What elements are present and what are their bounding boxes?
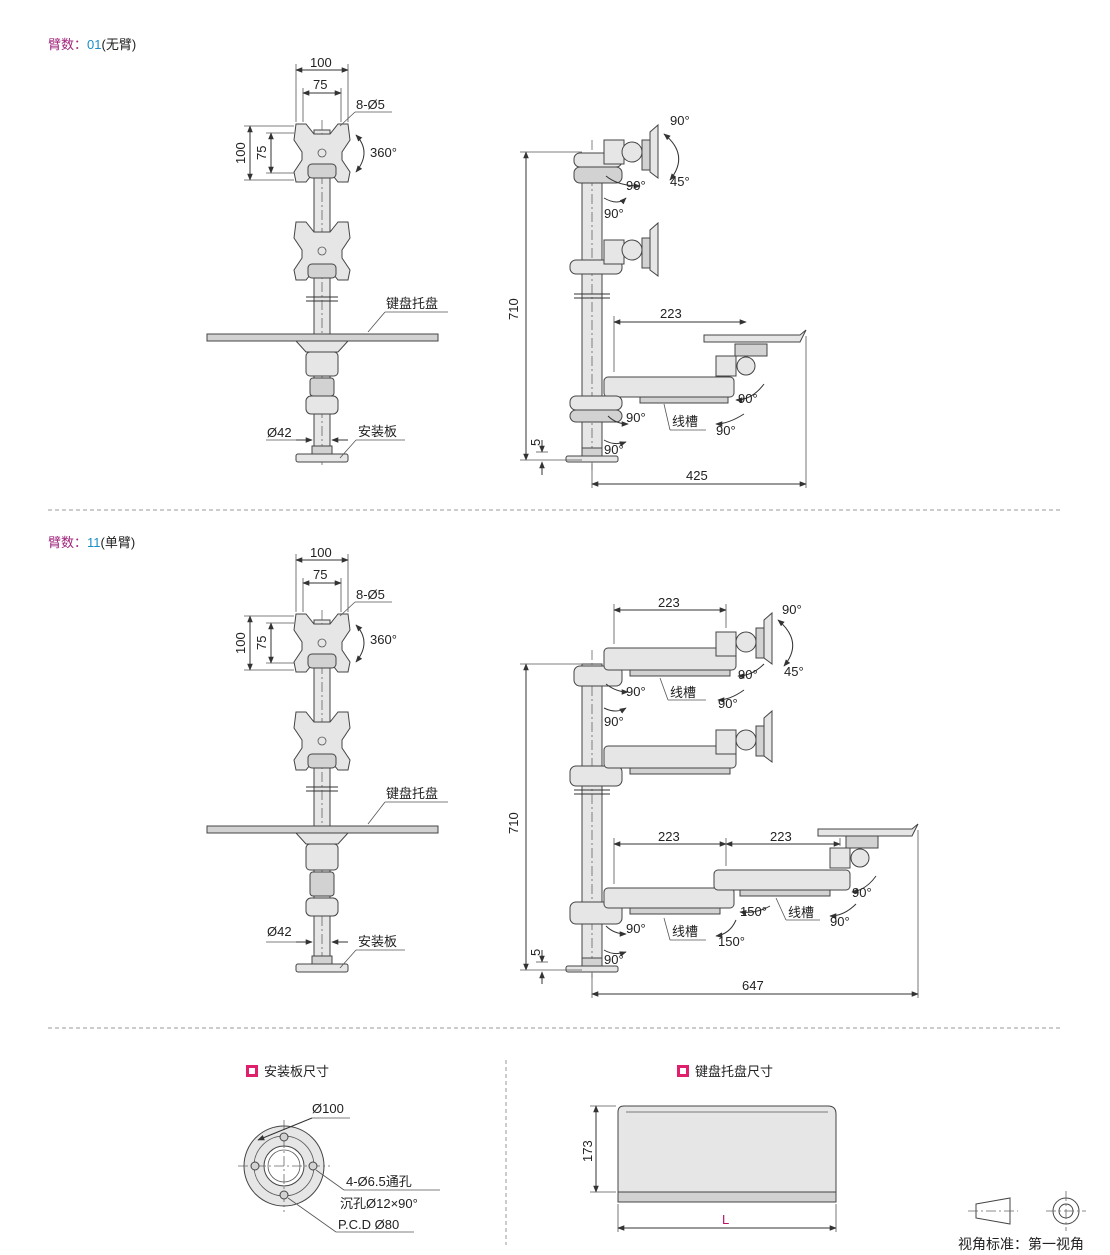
section2-code: 11 bbox=[87, 535, 101, 550]
angle-side1-b: 90° bbox=[604, 206, 624, 221]
angle-side2-c: 90° bbox=[738, 667, 758, 682]
dim-side1-h5: 5 bbox=[528, 439, 543, 446]
front-view-1: 100 75 8-Ø5 100 75 360° 键盘托盘 Ø42 安装板 bbox=[206, 55, 448, 465]
dim-side2-h710: 710 bbox=[506, 812, 521, 834]
angle-side1-c: 90° bbox=[738, 391, 758, 406]
front-view-2: 100 75 8-Ø5 100 75 360° 键盘托盘 Ø42 安装板 bbox=[206, 545, 448, 973]
dim-front2-h100: 100 bbox=[233, 632, 248, 654]
section2-header: 臂数：11(单臂) bbox=[48, 535, 135, 550]
angle-side1-a: 90° bbox=[626, 178, 646, 193]
dim-side2-d223-top: 223 bbox=[658, 595, 680, 610]
angle-side2-top-90: 90° bbox=[782, 602, 802, 617]
tray-detail-title: 键盘托盘尺寸 bbox=[695, 1064, 773, 1079]
angle-side2-g: 90° bbox=[626, 921, 646, 936]
section1-label: 臂数： bbox=[48, 37, 87, 52]
vesa-plate-middle bbox=[293, 221, 351, 281]
dim-side1-d223: 223 bbox=[660, 306, 682, 321]
label-mount-plate: 安装板 bbox=[358, 424, 397, 439]
label-side1-groove: 线槽 bbox=[672, 414, 698, 429]
plate-detail-pcd: P.C.D Ø80 bbox=[338, 1217, 399, 1232]
dim-front-w100: 100 bbox=[310, 55, 332, 70]
angle-side2-f: 90° bbox=[830, 914, 850, 929]
dim-front2-w100: 100 bbox=[310, 545, 332, 560]
angle-side1-d: 90° bbox=[626, 410, 646, 425]
dim-front-w75: 75 bbox=[313, 77, 327, 92]
label-mount-plate-2: 安装板 bbox=[358, 934, 397, 949]
angle-side2-150-a: 150° bbox=[740, 904, 767, 919]
tray-detail: 键盘托盘尺寸 173 L bbox=[580, 1064, 837, 1232]
plate-detail-counterbore: 沉孔Ø12×90° bbox=[340, 1196, 418, 1211]
section2-suffix: (单臂) bbox=[101, 535, 136, 550]
side-view-1: 710 5 425 223 90° 45° 90° 90° 90° 90° 90… bbox=[506, 113, 807, 488]
dim-front2-h75: 75 bbox=[254, 636, 269, 650]
dim-side2-d223-a: 223 bbox=[658, 829, 680, 844]
side-view-2: 223 710 5 647 223 223 90° 45° 90° 90° 90… bbox=[506, 595, 919, 998]
angle-side2-h: 90° bbox=[604, 952, 624, 967]
label-keyboard-tray: 键盘托盘 bbox=[386, 296, 438, 311]
plate-detail: 安装板尺寸 Ø100 4-Ø6.5通孔 沉孔Ø12×90° P.C.D Ø80 bbox=[238, 1064, 440, 1233]
tray-shape bbox=[617, 1105, 837, 1193]
dim-front-h100: 100 bbox=[233, 142, 248, 164]
dim-front2-dia42: Ø42 bbox=[267, 924, 292, 939]
section1-header: 臂数：01(无臂) bbox=[48, 37, 136, 52]
plate-detail-title: 安装板尺寸 bbox=[264, 1064, 329, 1079]
label-side2-groove-a: 线槽 bbox=[670, 685, 696, 700]
section1-code: 01 bbox=[87, 37, 101, 52]
label-keyboard-tray-2: 键盘托盘 bbox=[386, 786, 438, 801]
section1-suffix: (无臂) bbox=[101, 37, 136, 52]
projection-label: 视角标准：第一视角 bbox=[958, 1236, 1084, 1252]
angle-side2-d: 90° bbox=[718, 696, 738, 711]
tray-detail-h173: 173 bbox=[580, 1140, 595, 1162]
tray-detail-length: L bbox=[722, 1212, 729, 1227]
dim-side2-w647: 647 bbox=[742, 978, 764, 993]
dim-front2-holes: 8-Ø5 bbox=[356, 587, 385, 602]
angle-side2-a: 90° bbox=[626, 684, 646, 699]
angle-side1-45: 45° bbox=[670, 174, 690, 189]
dim-side2-h5: 5 bbox=[528, 949, 543, 956]
keyboard-tray bbox=[206, 333, 439, 342]
angle-side1-top-90: 90° bbox=[670, 113, 690, 128]
projection-symbol: 视角标准：第一视角 bbox=[958, 1191, 1086, 1252]
dim-side2-d223-b: 223 bbox=[770, 829, 792, 844]
dim-front-holes: 8-Ø5 bbox=[356, 97, 385, 112]
section2-label: 臂数： bbox=[48, 535, 87, 550]
dim-side1-h710: 710 bbox=[506, 298, 521, 320]
angle-side2-e: 90° bbox=[852, 885, 872, 900]
angle-side2-b: 90° bbox=[604, 714, 624, 729]
angle-side1-f: 90° bbox=[604, 442, 624, 457]
label-side2-groove-b: 线槽 bbox=[788, 905, 814, 920]
dim-front-rot360: 360° bbox=[370, 145, 397, 160]
mount-plate bbox=[295, 453, 349, 463]
dim-side1-w425: 425 bbox=[686, 468, 708, 483]
angle-side2-45: 45° bbox=[784, 664, 804, 679]
dim-front-dia42: Ø42 bbox=[267, 425, 292, 440]
dim-front2-rot360: 360° bbox=[370, 632, 397, 647]
angle-side2-150-b: 150° bbox=[718, 934, 745, 949]
angle-side1-e: 90° bbox=[716, 423, 736, 438]
label-side2-groove-c: 线槽 bbox=[672, 924, 698, 939]
plate-detail-dia100: Ø100 bbox=[312, 1101, 344, 1116]
plate-detail-holes: 4-Ø6.5通孔 bbox=[346, 1174, 412, 1189]
dim-front2-w75: 75 bbox=[313, 567, 327, 582]
dim-front-h75: 75 bbox=[254, 146, 269, 160]
